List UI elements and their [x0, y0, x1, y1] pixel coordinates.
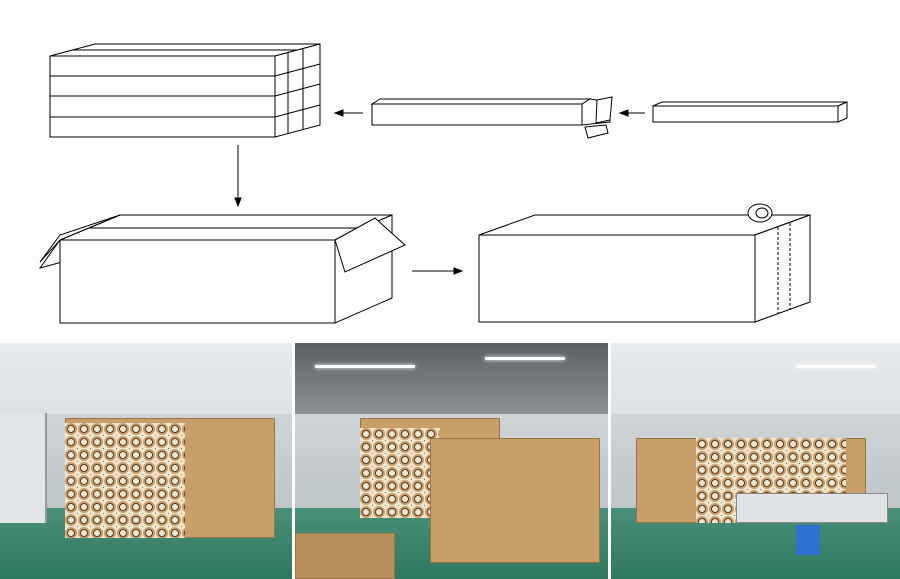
- tape-roll-icon: [747, 203, 773, 223]
- single-roll-box: [652, 101, 848, 123]
- arrow-left-2: [618, 109, 645, 117]
- open-carton: [38, 214, 406, 324]
- taped-carton: [478, 203, 811, 323]
- warehouse-photo-1: [0, 343, 292, 579]
- arrow-left-1: [333, 109, 363, 117]
- opened-roll-box: [370, 96, 613, 139]
- arrow-right: [412, 267, 464, 275]
- packing-process-diagram: [38, 43, 848, 324]
- stacked-boxes: [49, 43, 321, 138]
- warehouse-photo-2: [295, 343, 608, 579]
- warehouse-photo-3: [611, 343, 900, 579]
- arrow-down: [234, 145, 242, 208]
